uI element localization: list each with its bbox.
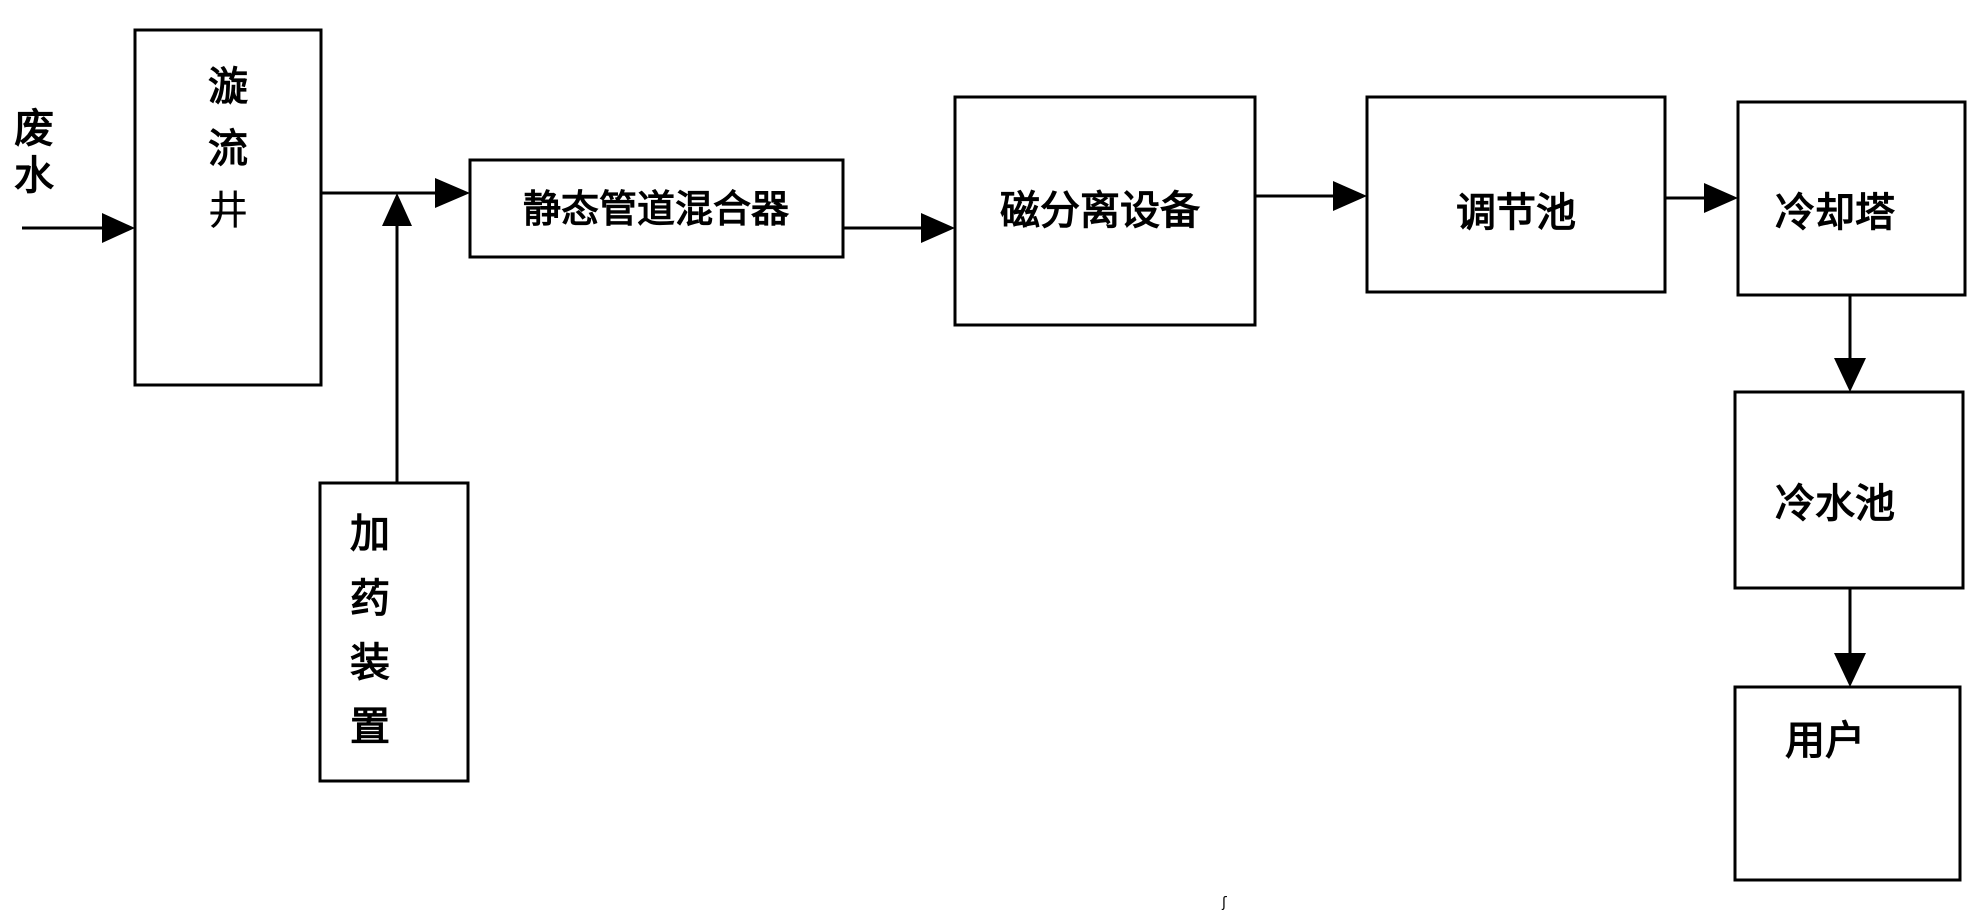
dosing-device-box [318, 481, 470, 783]
input-label-char: 水 [14, 153, 55, 199]
input-label-char: 废 [14, 106, 54, 152]
user-box [1733, 685, 1962, 882]
user-arrowhead [1834, 653, 1866, 687]
cooling-arrowhead [1704, 183, 1738, 213]
regulating-tank-box [1365, 95, 1667, 294]
vortex-well-label-char: 井 [208, 188, 248, 234]
vortex-well-label-char: 流 [208, 126, 248, 172]
dosing-arrowhead [382, 193, 412, 226]
dosing-device-label-char: 置 [350, 704, 390, 750]
static-mixer-label: 静态管道混合器 [523, 187, 790, 231]
static-mixer-box [468, 158, 845, 259]
input-arrowhead [102, 213, 135, 243]
dosing-device-label-char: 药 [350, 576, 390, 622]
dosing-device-label-char: 加 [350, 511, 390, 557]
cold-water-tank-label: 冷水池 [1775, 481, 1895, 527]
dosing-device-label-char: 装 [350, 640, 390, 686]
magnetic-separator-label: 磁分离设备 [1000, 188, 1201, 234]
vortex-well-box [133, 28, 323, 387]
user-label: 用户 [1785, 718, 1865, 764]
cooling-tower-label: 冷却塔 [1775, 190, 1896, 236]
cold-water-tank-box [1733, 390, 1965, 590]
regulating-arrowhead [1333, 181, 1367, 211]
separator-arrowhead [921, 213, 955, 243]
magnetic-separator-box [953, 95, 1257, 327]
coldwater-arrowhead [1834, 358, 1866, 392]
mixer-arrowhead [435, 178, 470, 208]
regulating-tank-label: 调节池 [1456, 190, 1576, 236]
vortex-well-label-char: 漩 [208, 64, 248, 110]
stray-mark: ʃ [1221, 895, 1227, 911]
